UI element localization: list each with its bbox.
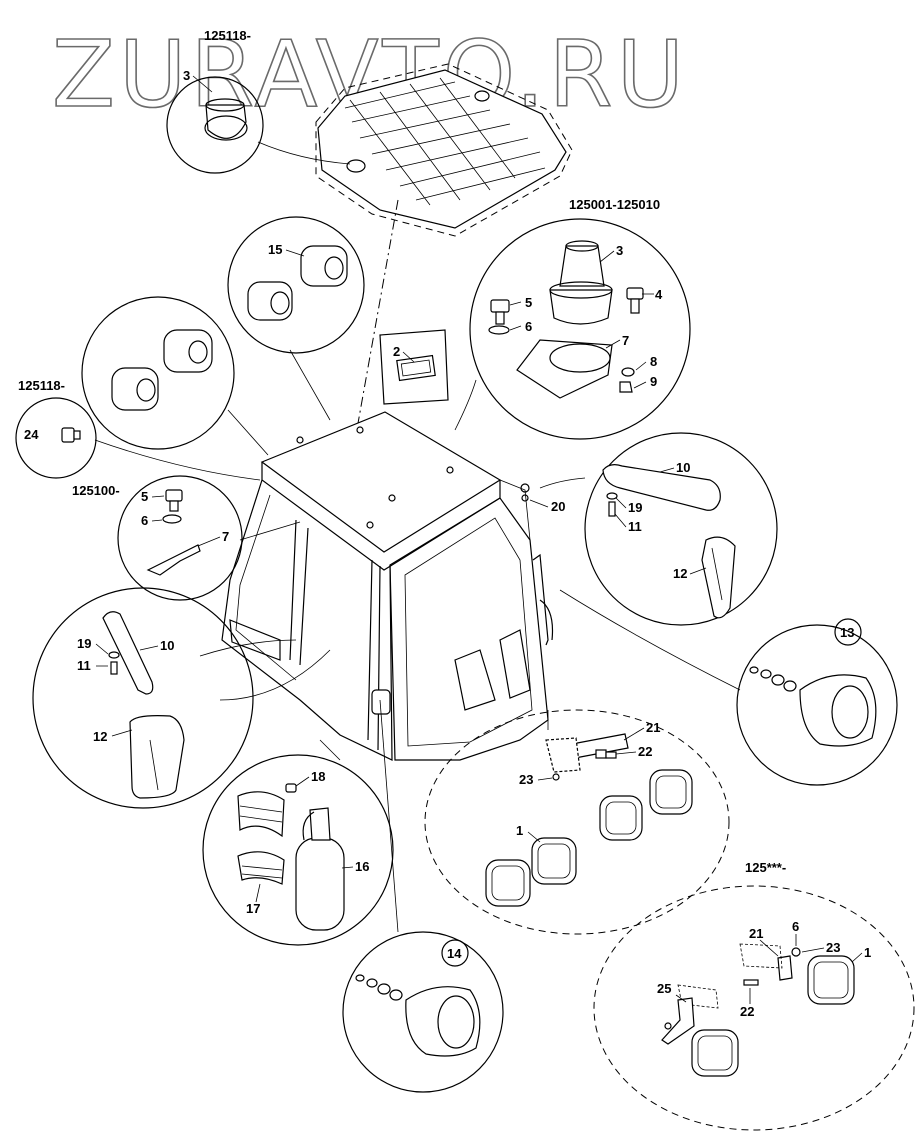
alternative-lights-detail	[593, 885, 915, 1131]
serial-left-bracket: 125100-	[72, 483, 120, 498]
callout-6-left: 6	[141, 513, 148, 528]
callout-11-left: 11	[77, 658, 91, 673]
callout-1-lights: 1	[864, 945, 871, 960]
callout-5-left: 5	[141, 489, 148, 504]
speaker-13-detail	[559, 589, 898, 786]
callout-17: 17	[246, 901, 260, 916]
callout-7-left: 7	[222, 529, 229, 544]
callout-23: 23	[519, 772, 533, 787]
fire-extinguisher-detail	[202, 739, 394, 946]
callout-10-right: 10	[676, 460, 690, 475]
callout-5-beacon: 5	[525, 295, 532, 310]
callout-9: 9	[650, 374, 657, 389]
serial-roof-top: 125118-	[204, 28, 251, 43]
callout-12-left: 12	[93, 729, 107, 744]
callout-21-lights: 21	[749, 926, 763, 941]
callout-22: 22	[638, 744, 652, 759]
serial-lights-group: 125***-	[745, 860, 786, 875]
callout-22-lights: 22	[740, 1004, 754, 1019]
callout-18: 18	[311, 769, 325, 784]
roof-beacon-detail	[166, 76, 351, 174]
callout-19-left: 19	[77, 636, 91, 651]
cab-body	[221, 411, 554, 761]
watermark-text: ZURAVTO.RU	[52, 21, 688, 128]
callout-8: 8	[650, 354, 657, 369]
callout-14: 14	[447, 946, 462, 961]
beacon-mount-detail	[469, 218, 691, 440]
serial-beacon-group: 125001-125010	[569, 197, 660, 212]
callout-10-left: 10	[160, 638, 174, 653]
callout-20: 20	[551, 499, 565, 514]
callout-6-beacon: 6	[525, 319, 532, 334]
callout-16: 16	[355, 859, 369, 874]
callout-6-lights: 6	[792, 919, 799, 934]
roof-panel	[315, 63, 573, 237]
callout-3-beacon: 3	[616, 243, 623, 258]
speaker-14-detail	[342, 699, 504, 1093]
callout-2: 2	[393, 344, 400, 359]
callout-12-right: 12	[673, 566, 687, 581]
callout-23-lights: 23	[826, 940, 840, 955]
interior-light-detail	[379, 329, 449, 405]
callout-4: 4	[655, 287, 663, 302]
plug-detail	[15, 397, 261, 481]
right-mirror-detail	[539, 432, 778, 626]
callout-7-beacon: 7	[622, 333, 629, 348]
callout-15: 15	[268, 242, 282, 257]
roof-work-lights-detail	[227, 216, 365, 421]
callout-21: 21	[646, 720, 660, 735]
callout-13: 13	[840, 625, 854, 640]
callout-3-roof: 3	[183, 68, 190, 83]
left-bracket-detail	[117, 475, 301, 601]
serial-left-plug: 125118-	[18, 378, 65, 393]
front-work-lights-detail	[81, 296, 269, 456]
callout-19-right: 19	[628, 500, 642, 515]
callout-11-right: 11	[628, 519, 642, 534]
callout-25: 25	[657, 981, 671, 996]
callout-1: 1	[516, 823, 523, 838]
callout-14-circle	[441, 939, 469, 967]
front-lights-detail	[424, 709, 730, 935]
callout-13-circle	[834, 618, 862, 646]
left-mirror-detail	[32, 587, 331, 809]
callout-24: 24	[24, 427, 39, 442]
